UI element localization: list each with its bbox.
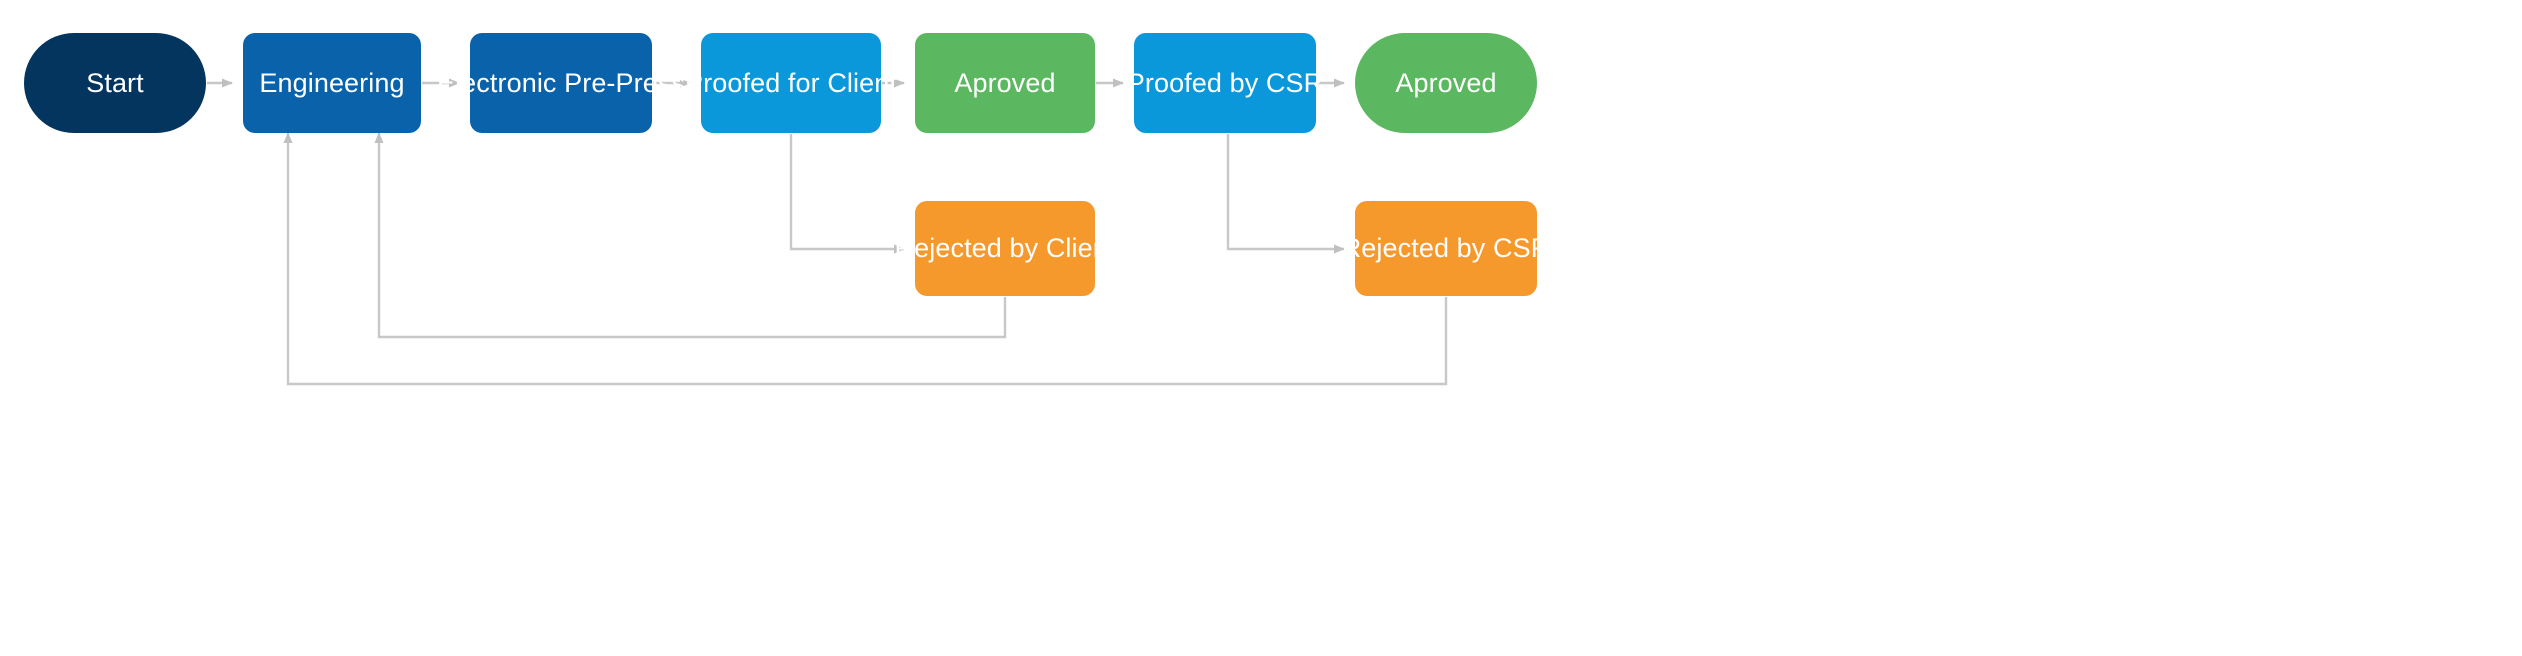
- node-proofed-by-csr[interactable]: Proofed by CSR: [1127, 33, 1323, 133]
- node-label: Aproved: [954, 67, 1056, 98]
- node-proofed-for-client[interactable]: Proofed for Client: [685, 33, 897, 133]
- node-label: Engineering: [259, 67, 405, 98]
- node-aproved-client[interactable]: Aproved: [915, 33, 1095, 133]
- node-aproved-final[interactable]: Aproved: [1355, 33, 1537, 133]
- edge-proofed-by-csr-to-rejected-by-csr: [1226, 134, 1345, 254]
- node-engineering[interactable]: Engineering: [243, 33, 421, 133]
- node-label: Rejected by CSR: [1341, 233, 1551, 264]
- node-rejected-by-csr[interactable]: Rejected by CSR: [1342, 201, 1550, 296]
- edge-rejected-by-csr-to-engineering: [283, 132, 1448, 386]
- node-label: Electronic Pre-Press: [436, 67, 686, 98]
- node-label: Proofed for Client: [685, 67, 897, 98]
- node-rejected-by-client[interactable]: Rejected by Client: [895, 201, 1115, 296]
- node-electronic-pre-press[interactable]: Electronic Pre-Press: [437, 33, 685, 133]
- node-start[interactable]: Start: [24, 33, 206, 133]
- node-label: Start: [86, 67, 144, 98]
- node-label: Rejected by Client: [894, 233, 1116, 264]
- node-label: Proofed by CSR: [1126, 67, 1324, 98]
- node-label: Aproved: [1395, 67, 1497, 98]
